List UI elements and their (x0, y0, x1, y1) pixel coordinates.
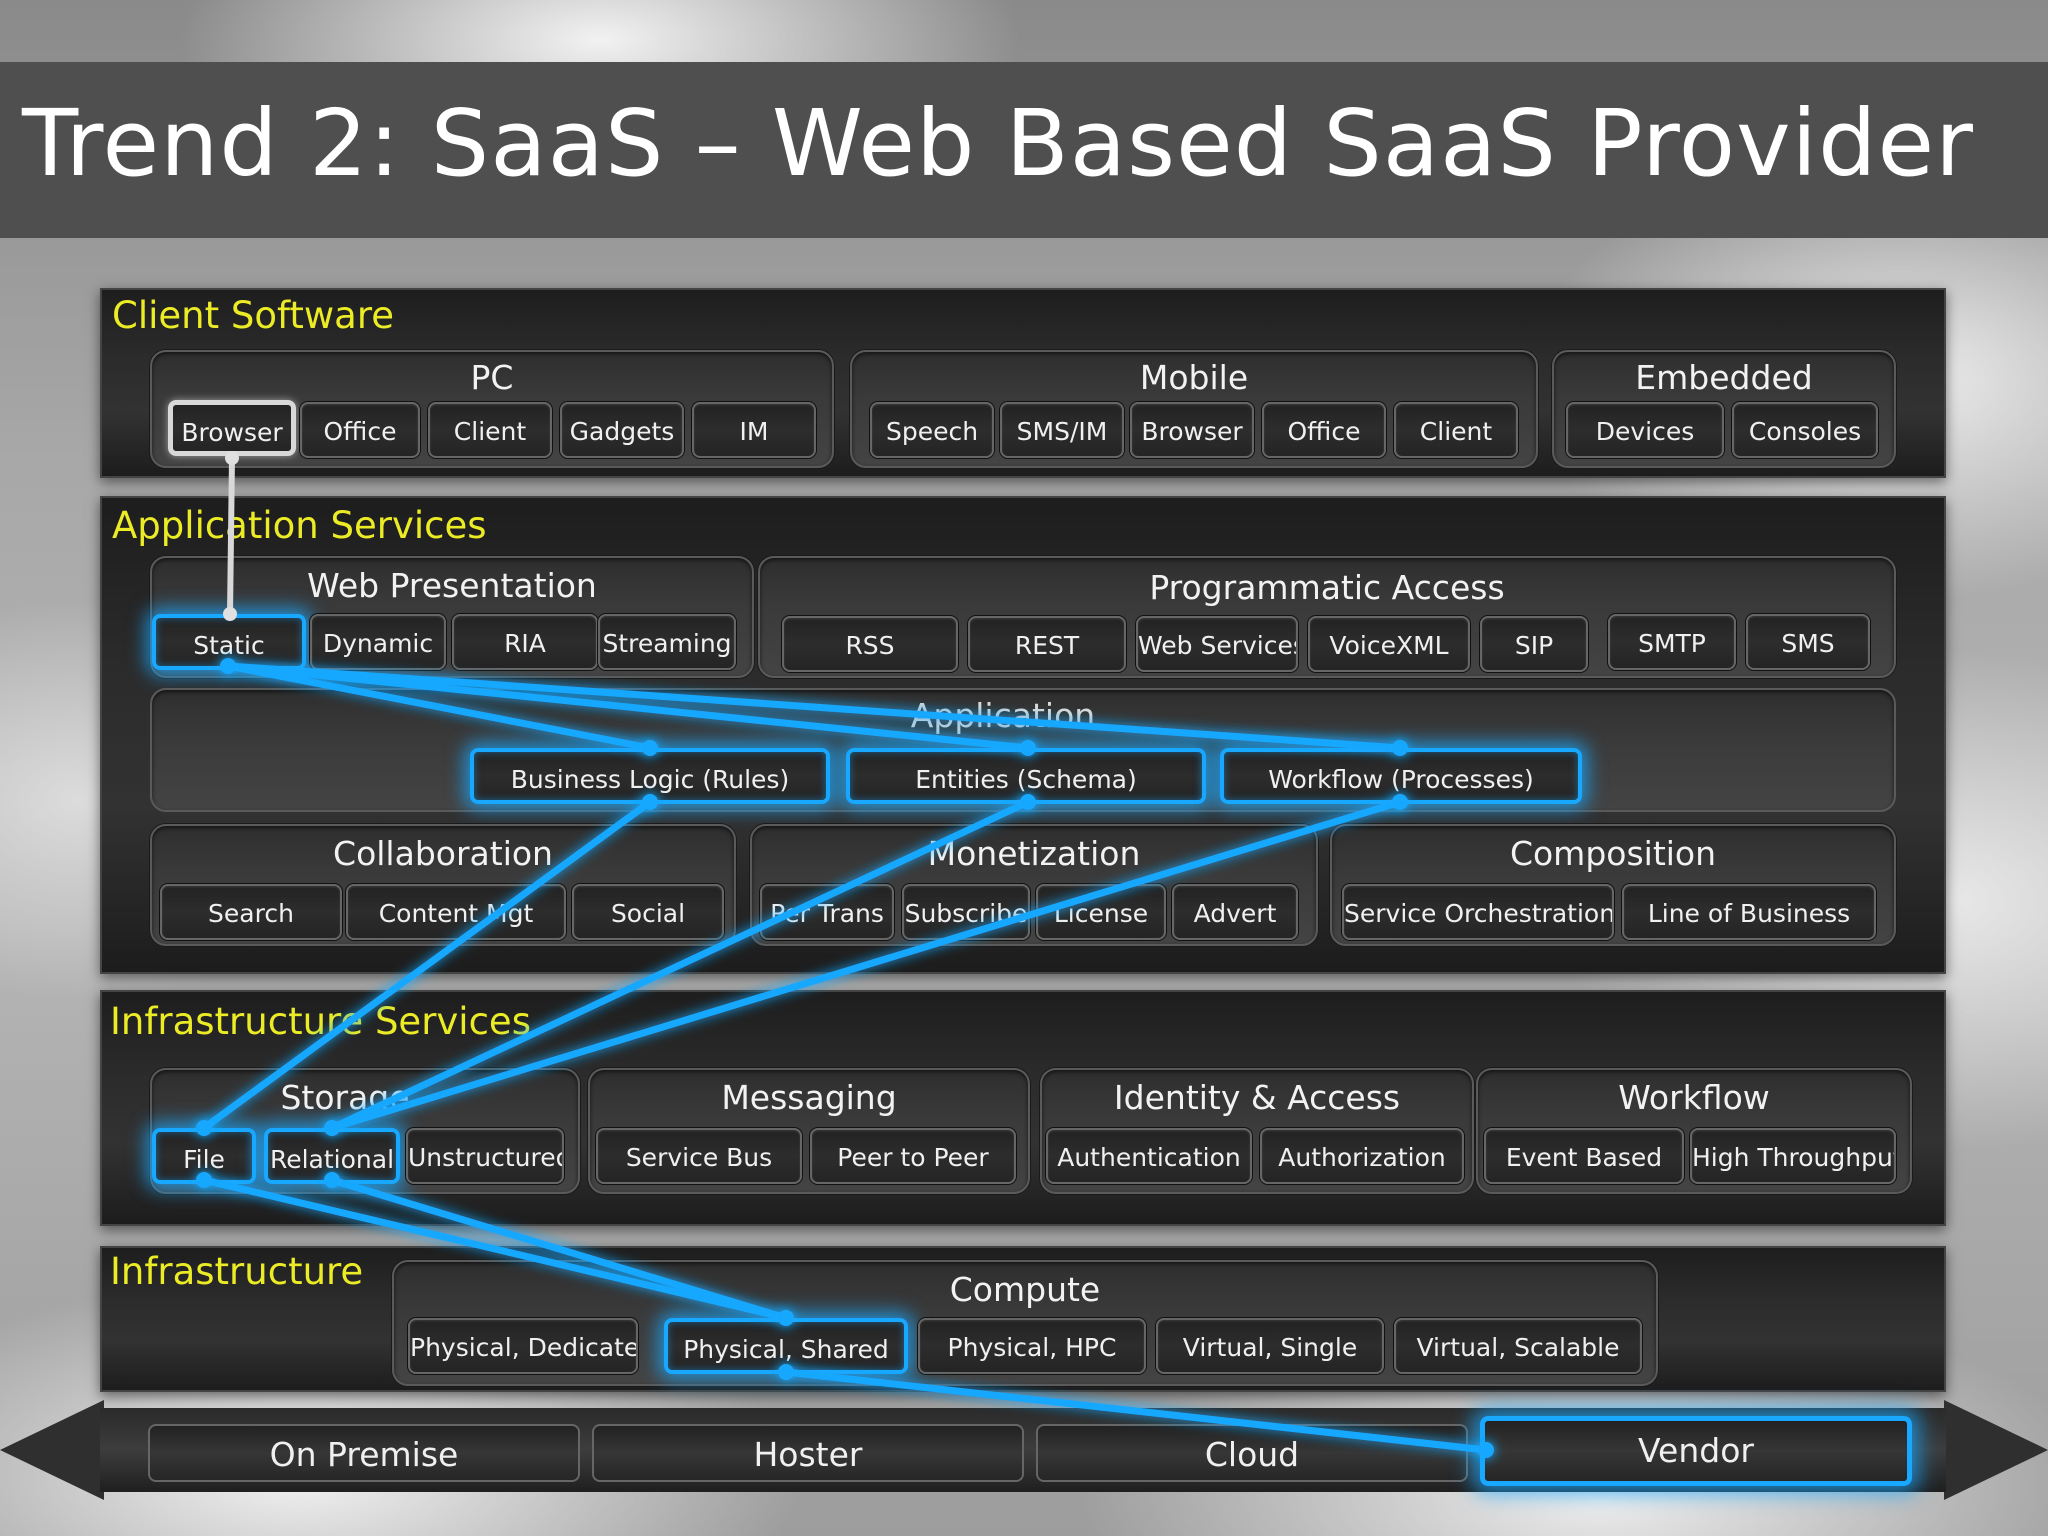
id-authorization[interactable]: Authorization (1260, 1128, 1464, 1184)
monetization-title: Monetization (927, 834, 1141, 873)
mobile-office[interactable]: Office (1262, 402, 1386, 458)
app-workflow[interactable]: Workflow (Processes) (1220, 748, 1582, 804)
id-authentication[interactable]: Authentication (1046, 1128, 1252, 1184)
embedded-consoles[interactable]: Consoles (1732, 402, 1878, 458)
compute-title: Compute (949, 1270, 1101, 1309)
collab-content-mgt[interactable]: Content Mgt (346, 884, 566, 940)
pc-title: PC (470, 358, 514, 397)
host-vendor[interactable]: Vendor (1480, 1416, 1912, 1486)
hosting-arrow-right (1944, 1400, 2048, 1500)
infrastructure-label: Infrastructure (110, 1250, 364, 1293)
wp-dynamic[interactable]: Dynamic (310, 614, 446, 670)
compute-physical-shared[interactable]: Physical, Shared (664, 1318, 908, 1374)
pc-im[interactable]: IM (692, 402, 816, 458)
pa-voicexml[interactable]: VoiceXML (1308, 616, 1470, 672)
app-entities[interactable]: Entities (Schema) (846, 748, 1206, 804)
comp-service-orchestration[interactable]: Service Orchestration (1342, 884, 1614, 940)
pa-rest[interactable]: REST (968, 616, 1126, 672)
mon-per-trans[interactable]: Per Trans (760, 884, 894, 940)
pa-rss[interactable]: RSS (782, 616, 958, 672)
mon-license[interactable]: License (1036, 884, 1166, 940)
client-software-label: Client Software (112, 294, 394, 337)
composition-title: Composition (1509, 834, 1717, 873)
mobile-title: Mobile (1139, 358, 1249, 397)
wp-ria[interactable]: RIA (452, 614, 598, 670)
storage-file[interactable]: File (152, 1128, 256, 1184)
hosting-arrow-left (0, 1400, 104, 1500)
pa-smtp[interactable]: SMTP (1608, 614, 1736, 670)
host-hoster[interactable]: Hoster (592, 1424, 1024, 1482)
comp-line-of-business[interactable]: Line of Business (1622, 884, 1876, 940)
page-title: Trend 2: SaaS – Web Based SaaS Provider (22, 90, 1974, 197)
storage-unstructured[interactable]: Unstructured (406, 1128, 564, 1184)
embedded-devices[interactable]: Devices (1566, 402, 1724, 458)
mobile-client[interactable]: Client (1394, 402, 1518, 458)
compute-virtual-single[interactable]: Virtual, Single (1156, 1318, 1384, 1374)
mobile-sms-im[interactable]: SMS/IM (1000, 402, 1124, 458)
title-bar (0, 62, 2048, 238)
pa-sip[interactable]: SIP (1480, 616, 1588, 672)
mon-advert[interactable]: Advert (1172, 884, 1298, 940)
mobile-browser[interactable]: Browser (1130, 402, 1254, 458)
pc-client[interactable]: Client (428, 402, 552, 458)
pa-sms[interactable]: SMS (1746, 614, 1870, 670)
wp-streaming[interactable]: Streaming (598, 614, 736, 670)
storage-relational[interactable]: Relational (264, 1128, 400, 1184)
messaging-title: Messaging (721, 1078, 897, 1117)
compute-virtual-scalable[interactable]: Virtual, Scalable (1394, 1318, 1642, 1374)
msg-peer-to-peer[interactable]: Peer to Peer (810, 1128, 1016, 1184)
app-business-logic[interactable]: Business Logic (Rules) (470, 748, 830, 804)
mobile-speech[interactable]: Speech (870, 402, 994, 458)
compute-physical-hpc[interactable]: Physical, HPC (918, 1318, 1146, 1374)
storage-title: Storage (280, 1078, 410, 1117)
wp-static[interactable]: Static (152, 614, 306, 670)
pc-gadgets[interactable]: Gadgets (560, 402, 684, 458)
collab-social[interactable]: Social (572, 884, 724, 940)
host-cloud[interactable]: Cloud (1036, 1424, 1468, 1482)
workflow-title: Workflow (1618, 1078, 1770, 1117)
compute-physical-dedicated[interactable]: Physical, Dedicated (408, 1318, 638, 1374)
identity-title: Identity & Access (1113, 1078, 1401, 1117)
embedded-title: Embedded (1635, 358, 1813, 397)
pa-web-services[interactable]: Web Services (1136, 616, 1298, 672)
host-on-premise[interactable]: On Premise (148, 1424, 580, 1482)
mon-subscribe[interactable]: Subscribe (902, 884, 1030, 940)
collab-search[interactable]: Search (160, 884, 342, 940)
application-title: Application (910, 696, 1096, 735)
pc-office[interactable]: Office (300, 402, 420, 458)
wf-high-throughput[interactable]: High Throughput (1690, 1128, 1896, 1184)
pc-browser[interactable]: Browser (168, 400, 296, 456)
web-presentation-title: Web Presentation (307, 566, 597, 605)
msg-service-bus[interactable]: Service Bus (596, 1128, 802, 1184)
programmatic-access-title: Programmatic Access (1149, 568, 1505, 607)
infrastructure-services-label: Infrastructure Services (110, 1000, 531, 1043)
collaboration-title: Collaboration (333, 834, 553, 873)
wf-event-based[interactable]: Event Based (1484, 1128, 1684, 1184)
application-services-label: Application Services (112, 504, 487, 547)
